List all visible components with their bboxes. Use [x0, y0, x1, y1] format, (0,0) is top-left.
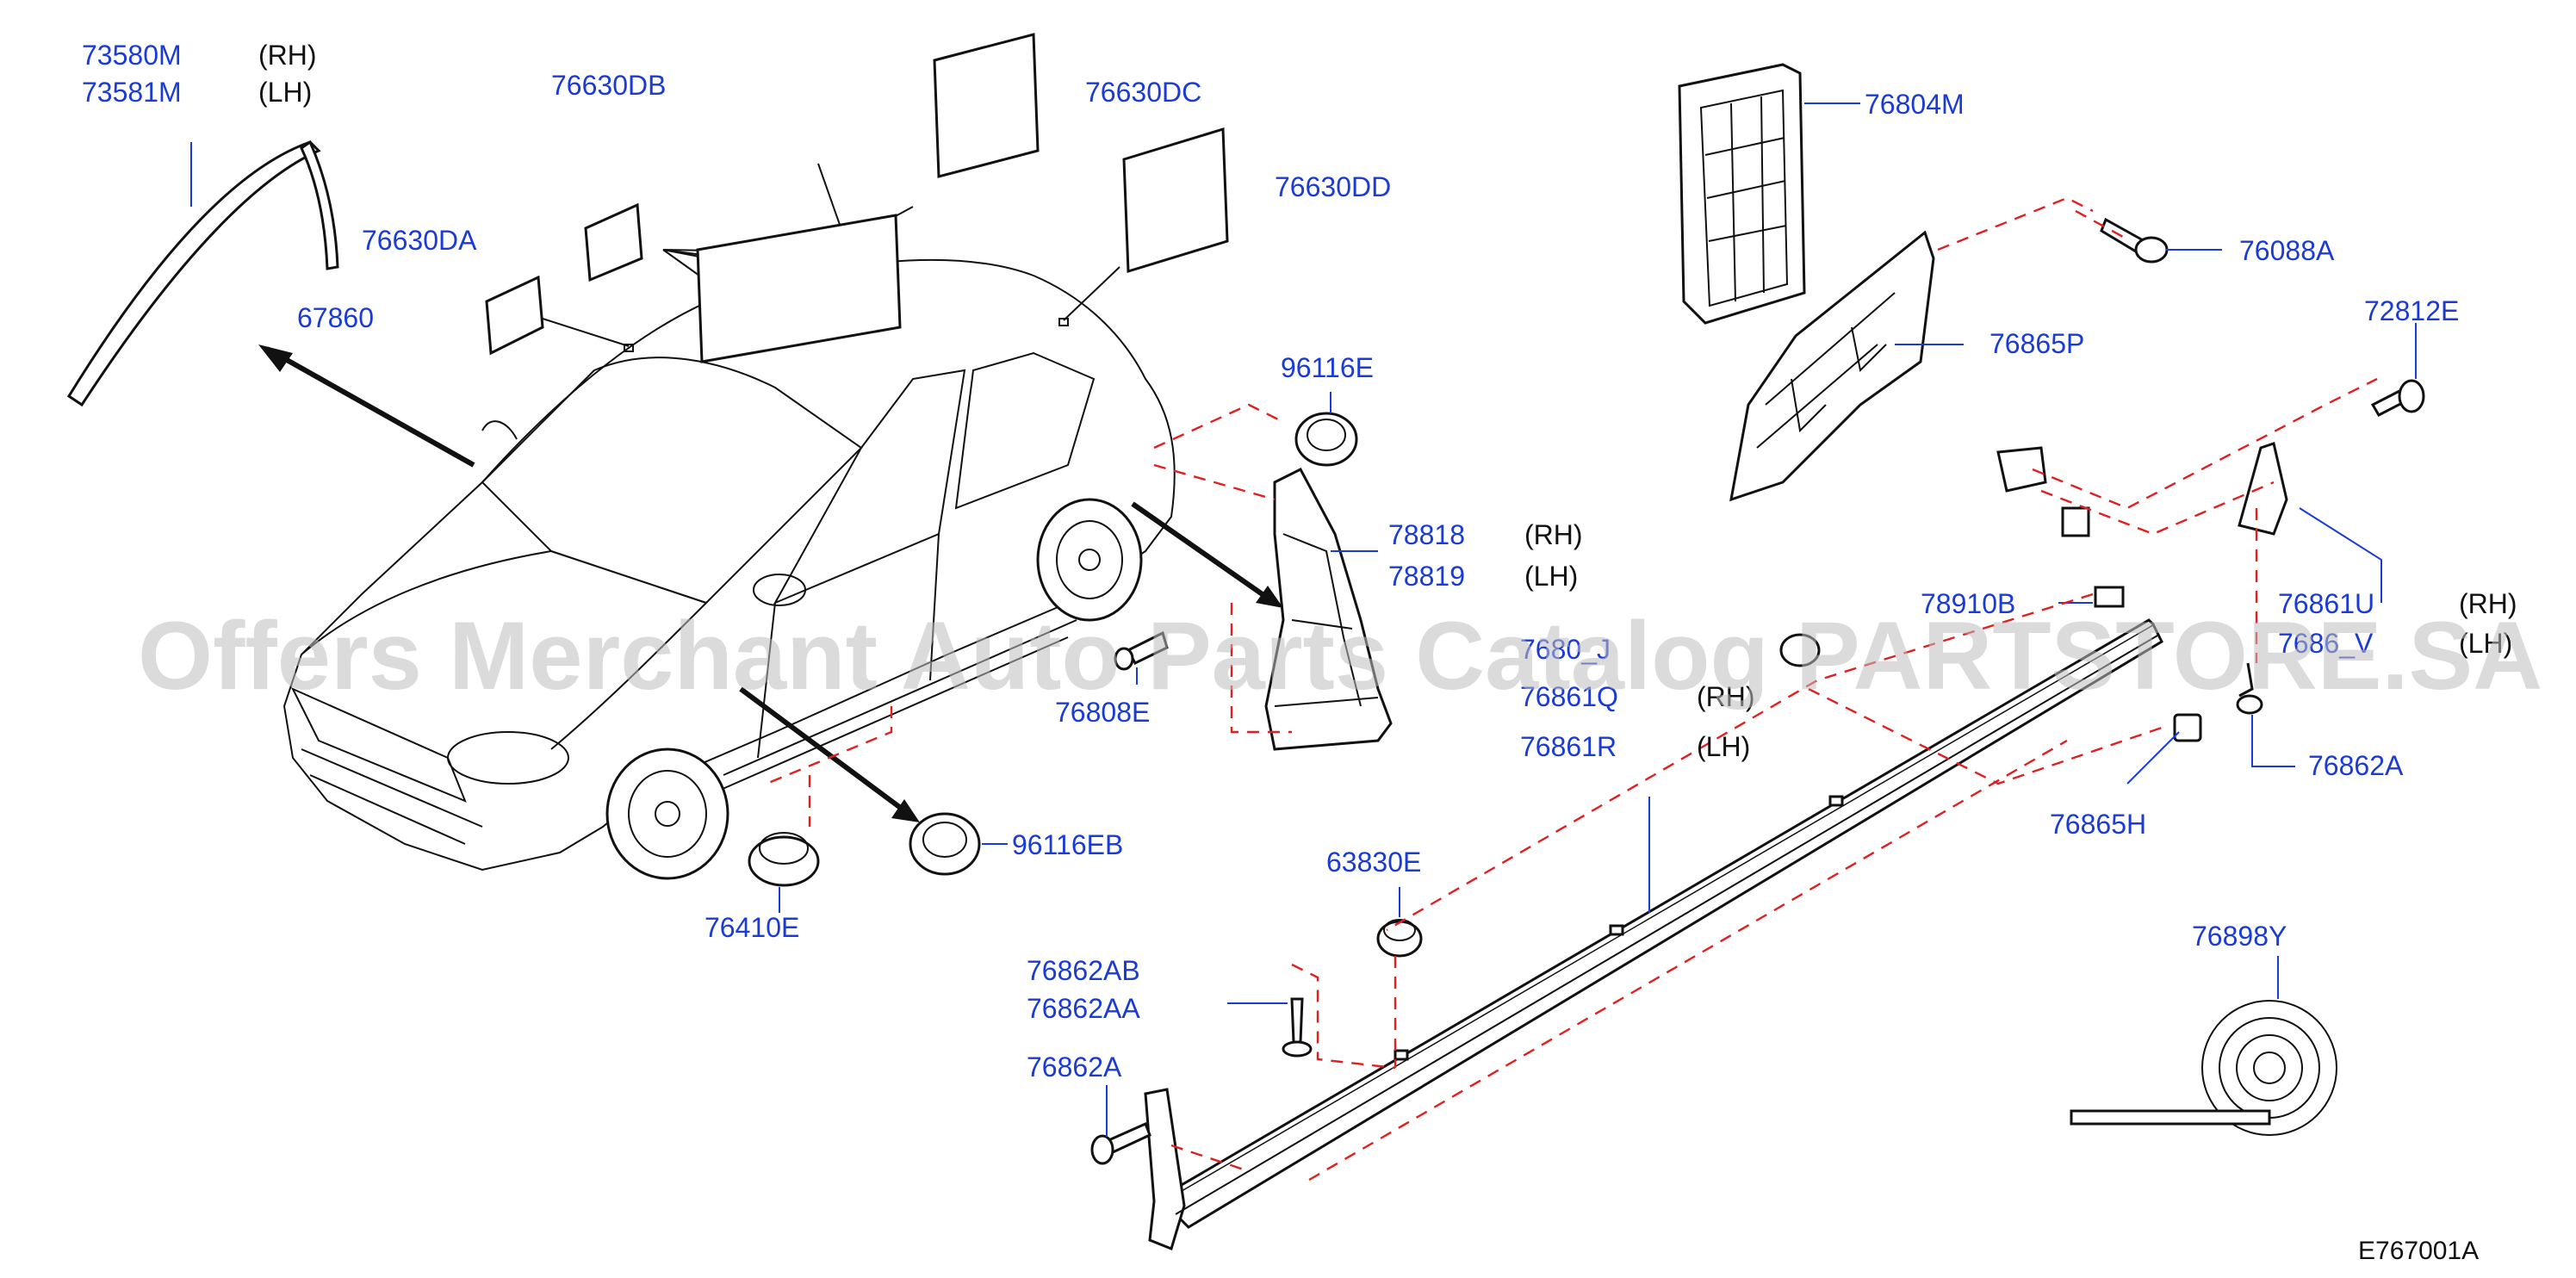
callout-76862aa: 76862AA [1027, 993, 1140, 1024]
callout-76862a: 76862A [2308, 750, 2404, 781]
callout-76862ab: 76862AB [1027, 955, 1140, 986]
callout-76804m: 76804M [1865, 89, 1965, 120]
side-lh-label: (LH) [2459, 628, 2512, 659]
watermark-text: Offers Merchant Auto Parts Catalog PARTS… [138, 602, 2542, 710]
direction-arrows [258, 344, 1283, 822]
side-rh-label: (RH) [258, 40, 317, 71]
leader-line [2126, 731, 2180, 785]
callout-76898y: 76898Y [2192, 921, 2287, 952]
air-vent-part [1678, 63, 1806, 325]
clip-76808e [1114, 630, 1169, 671]
side-rh-label: (RH) [1697, 681, 1755, 712]
callout-63830e: 63830E [1326, 847, 1421, 878]
screw-72812e [2370, 379, 2425, 417]
callout-76861u: 76861U [2278, 588, 2374, 619]
clip-76862a-right [2236, 662, 2263, 715]
callout-76630da: 76630DA [362, 225, 477, 256]
callout-76861q: 76861Q [1520, 681, 1618, 712]
screw-76862aa [1282, 997, 1313, 1058]
side-lh-label: (LH) [1524, 561, 1578, 592]
screw-76862a-left [1090, 1121, 1151, 1165]
cap-76410e [748, 832, 820, 887]
leader-line [2299, 507, 2382, 603]
callout-76410e: 76410E [705, 912, 799, 943]
grommet-63830e [1376, 919, 1423, 958]
clip-parts [1996, 442, 2288, 608]
callout-76630dc: 76630DC [1085, 77, 1201, 108]
drip-moulding-part [66, 140, 339, 407]
callout-73580m: 73580M [82, 40, 182, 71]
callout-76865h: 76865H [2050, 809, 2146, 840]
callout-76630dd: 76630DD [1275, 171, 1391, 202]
callout-76861v: 7686_V [2278, 628, 2374, 659]
arrow-head-icon [258, 344, 293, 372]
side-lh-label: (LH) [258, 77, 312, 108]
grommet-96116eb [909, 812, 981, 876]
callout-76865p: 76865P [1989, 328, 2084, 359]
window-labels [485, 33, 1229, 363]
callout-96116eb: 96116EB [1012, 829, 1123, 860]
side-sill-moulding [1144, 618, 2163, 1251]
tape-roll-76898y [2070, 1000, 2337, 1136]
callout-76808e: 76808E [1055, 697, 1150, 728]
part-callouts: 73580M 73581M (RH) (LH) 76630DB 76630DC … [82, 40, 2517, 1265]
leader-line [2251, 715, 2295, 767]
callout-76630db: 76630DB [551, 70, 666, 101]
callout-67860: 67860 [297, 302, 374, 333]
arrow-head-icon [1256, 586, 1283, 608]
bracket-part [1729, 230, 1935, 502]
callout-96116e: 96116E [1281, 352, 1374, 383]
side-rh-label: (RH) [2459, 588, 2517, 619]
mudflap-part [1264, 468, 1393, 751]
callout-76088a: 76088A [2239, 235, 2335, 266]
callout-78818: 78818 [1388, 519, 1465, 550]
grommet-96116e [1294, 412, 1358, 467]
assembly-guides [766, 196, 2378, 1182]
callout-78910b: 78910B [1921, 588, 2015, 619]
callout-76861j: 7680_J [1520, 634, 1611, 665]
callout-76861r: 76861R [1520, 731, 1617, 762]
arrow-head-icon [891, 799, 920, 822]
car-illustration [282, 232, 1176, 880]
callout-76862a: 76862A [1027, 1052, 1122, 1083]
clip-76861j [1779, 633, 1821, 667]
clip-76865h [2173, 713, 2202, 742]
screw-76088a [2100, 217, 2169, 264]
callout-72812e: 72812E [2364, 295, 2459, 326]
callout-73581m: 73581M [82, 77, 182, 108]
side-rh-label: (RH) [1524, 519, 1583, 550]
side-lh-label: (LH) [1697, 731, 1750, 762]
callout-78819: 78819 [1388, 561, 1465, 592]
diagram-reference-code: E767001A [2358, 1237, 2479, 1265]
